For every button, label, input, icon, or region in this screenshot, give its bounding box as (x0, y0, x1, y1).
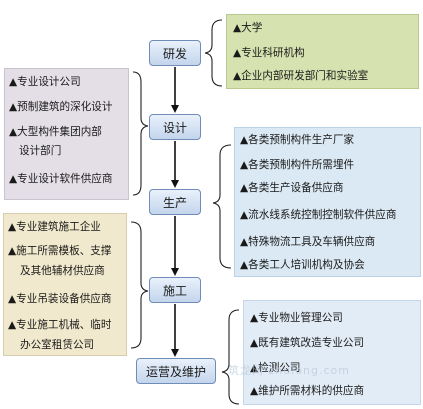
stage-node-research: 研发 (149, 40, 201, 66)
stage-node-construction: 施工 (149, 277, 201, 303)
construction-item: ▲专业建筑施工企业 (8, 221, 101, 233)
design-item: ▲大型构件集团内部 (9, 126, 102, 138)
design-item: ▲专业设计公司 (9, 76, 81, 88)
construction-item: ▲专业施工机械、临时 (8, 319, 112, 331)
design-item: ▲专业设计软件供应商 (9, 173, 113, 185)
operations-item: ▲检测公司 (250, 362, 301, 374)
research-item: ▲大学 (233, 22, 263, 34)
construction-item-continuation: 办公室租赁公司 (20, 339, 95, 351)
construction-item: ▲施工所需模板、支撑 (8, 245, 112, 257)
stage-node-design: 设计 (149, 114, 201, 140)
watermark-text: 筑龙网 zhulong.com (228, 364, 350, 377)
research-item: ▲企业内部研发部门和实验室 (233, 70, 369, 82)
production-brace (212, 144, 232, 269)
design-group-panel: ▲专业设计公司 ▲预制建筑的深化设计 ▲大型构件集团内部 设计部门 ▲专业设计软… (4, 68, 129, 200)
production-item: ▲各类预制构件生产厂家 (240, 134, 355, 146)
research-brace (204, 19, 223, 87)
construction-brace (130, 221, 149, 349)
construction-group-panel: ▲专业建筑施工企业 ▲施工所需模板、支撑 及其他辅材供应商 ▲专业吊装设备供应商… (3, 213, 127, 356)
research-group-panel: ▲大学 ▲专业科研机构 ▲企业内部研发部门和实验室 (226, 14, 419, 89)
production-item: ▲特殊物流工具及车辆供应商 (240, 236, 376, 248)
stage-node-production: 生产 (149, 189, 201, 215)
stage-node-operations: 运营及维护 (136, 358, 216, 384)
design-brace (132, 71, 149, 196)
operations-item: ▲既有建筑改造专业公司 (250, 337, 365, 349)
research-item: ▲专业科研机构 (233, 47, 305, 59)
production-item: ▲各类预制构件所需埋件 (240, 159, 355, 171)
design-item: ▲预制建筑的深化设计 (9, 101, 113, 113)
design-item-continuation: 设计部门 (19, 145, 62, 157)
production-item: ▲各类生产设备供应商 (240, 182, 344, 194)
operations-brace (221, 309, 240, 405)
production-item: ▲各类工人培训机构及协会 (240, 259, 365, 271)
construction-item-continuation: 及其他辅材供应商 (20, 265, 105, 277)
production-group-panel: ▲各类预制构件生产厂家 ▲各类预制构件所需埋件 ▲各类生产设备供应商 ▲流水线系… (234, 127, 421, 277)
operations-item: ▲专业物业管理公司 (250, 312, 343, 324)
production-item: ▲流水线系统控制控制软件供应商 (240, 209, 397, 221)
construction-item: ▲专业吊装设备供应商 (8, 293, 112, 305)
operations-item: ▲维护所需材料的供应商 (250, 385, 365, 397)
operations-group-panel: ▲专业物业管理公司 ▲既有建筑改造专业公司 ▲检测公司 ▲维护所需材料的供应商 (243, 300, 421, 405)
